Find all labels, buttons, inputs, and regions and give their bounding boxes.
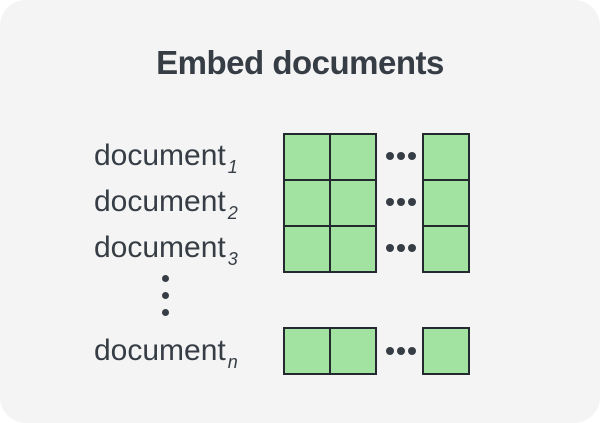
- horizontal-ellipsis-icon: [386, 152, 416, 160]
- embedding-row: [283, 179, 377, 227]
- document-label-word: document: [94, 334, 226, 367]
- embedding-cell: [283, 179, 331, 227]
- embedding-cell: [283, 327, 331, 375]
- document-subscript: 1: [227, 157, 238, 177]
- embedding-cell: [329, 179, 377, 227]
- embedding-cell: [329, 225, 377, 273]
- embedding-row: [422, 327, 470, 375]
- horizontal-ellipsis-icon: [386, 244, 416, 252]
- embedding-cell: [329, 133, 377, 181]
- embedding-cell: [422, 133, 470, 181]
- embedding-row-n-right-block: [422, 327, 470, 375]
- document-subscript: 3: [227, 249, 238, 269]
- embedding-row: [283, 327, 377, 375]
- embedding-cell: [283, 225, 331, 273]
- document-subscript: 2: [227, 203, 238, 223]
- document-label-word: document: [94, 231, 226, 264]
- horizontal-ellipsis-icon: [386, 347, 416, 355]
- document-label-word: document: [94, 185, 226, 218]
- embedding-row-n-left-block: [283, 327, 377, 375]
- embedding-row: [422, 179, 470, 227]
- embedding-cell: [329, 327, 377, 375]
- horizontal-ellipsis-icon: [386, 198, 416, 206]
- embedding-cell: [422, 327, 470, 375]
- embedding-matrix-left-block: [283, 133, 377, 273]
- embedding-row: [422, 225, 470, 273]
- embedding-row: [283, 133, 377, 181]
- page-title: Embed documents: [156, 44, 444, 81]
- document-label-word: document: [94, 139, 226, 172]
- embedding-cell: [422, 225, 470, 273]
- embedding-cell: [422, 179, 470, 227]
- embedding-cell: [283, 133, 331, 181]
- vertical-ellipsis-icon: [162, 275, 169, 316]
- document-subscript: n: [227, 352, 238, 372]
- embedding-matrix-right-block: [422, 133, 470, 273]
- embedding-row: [283, 225, 377, 273]
- embedding-row: [422, 133, 470, 181]
